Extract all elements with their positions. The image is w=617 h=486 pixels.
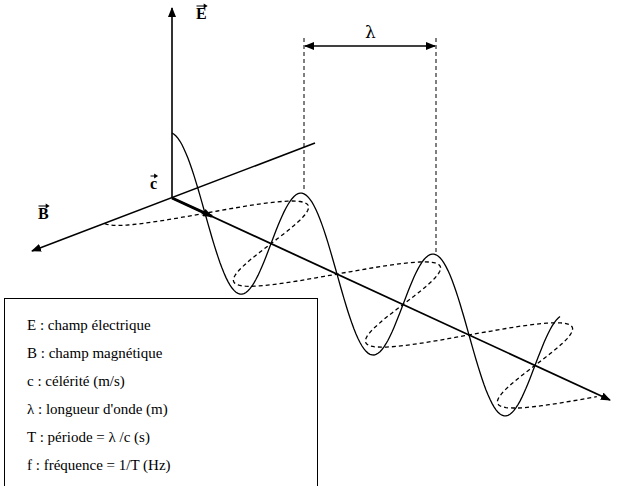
legend-line: T : période = λ /c (s)	[27, 423, 307, 451]
velocity-symbol: c	[150, 174, 157, 194]
legend-box: E : champ électriqueB : champ magnétique…	[4, 298, 318, 486]
wavelength-bracket	[305, 45, 435, 46]
legend-line: c : célérité (m/s)	[27, 367, 307, 395]
wavelength-guide	[436, 38, 437, 253]
legend-line: λ : longueur d'onde (m)	[27, 395, 307, 423]
e-axis	[171, 8, 173, 198]
field-symbol: E	[196, 4, 207, 24]
velocity-vector	[172, 198, 212, 216]
legend-line: E : champ électrique	[27, 311, 307, 339]
wavelength-symbol: λ	[363, 22, 378, 42]
b-axis	[32, 143, 315, 251]
field-symbol: B	[38, 204, 49, 224]
wavelength-guide	[304, 38, 305, 192]
legend-line: f : fréquence = 1/T (Hz)	[27, 451, 307, 479]
legend-line: B : champ magnétique	[27, 339, 307, 367]
